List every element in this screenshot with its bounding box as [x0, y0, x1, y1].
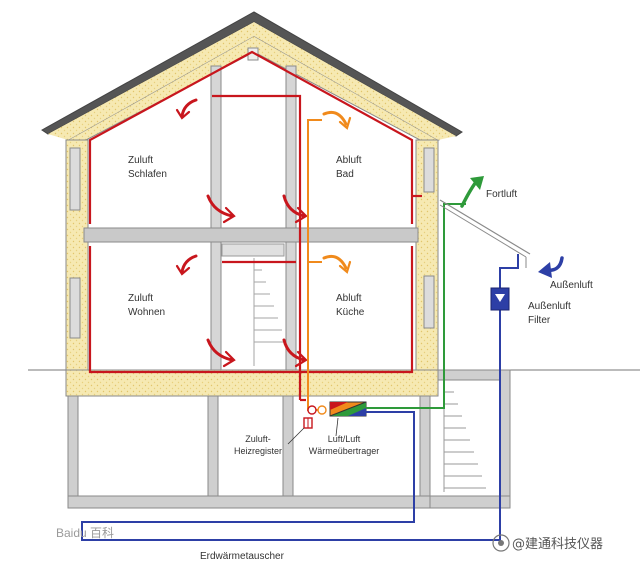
intake-duct [81, 254, 519, 541]
heat-exchanger-icon [303, 401, 367, 429]
middle-slab [83, 227, 419, 243]
label-aussenluft: Außenluft [550, 280, 593, 291]
supply-duct [88, 50, 422, 402]
filter-icon [490, 287, 510, 311]
blue-intake-arrow-icon [538, 256, 564, 278]
ground-slab [65, 369, 439, 397]
label-fortluft: Fortluft [486, 189, 517, 200]
interior-walls [210, 47, 297, 371]
green-exhaust-out-arrow-icon [460, 176, 484, 208]
svg-text:@建通科技仪器: @建通科技仪器 [512, 537, 603, 552]
canopy [439, 199, 531, 268]
heizregister-pointer [287, 427, 305, 445]
roof [41, 11, 463, 141]
exterior-walls [65, 139, 439, 371]
exhaust-out-duct [366, 203, 466, 409]
label-zuluft-heizregister: Zuluft-Heizregister [234, 434, 282, 456]
source-watermark: @建通科技仪器 [492, 534, 603, 552]
red-supply-arrow-icon [175, 98, 308, 368]
label-erdwaermetauscher: Erdwärmetauscher [200, 551, 285, 562]
orange-exhaust-arrow-icon [322, 110, 352, 274]
waermeuebertraeger-pointer [335, 417, 339, 437]
exhaust-duct [307, 119, 322, 411]
baidu-watermark: Baidu 百科 [56, 526, 114, 540]
